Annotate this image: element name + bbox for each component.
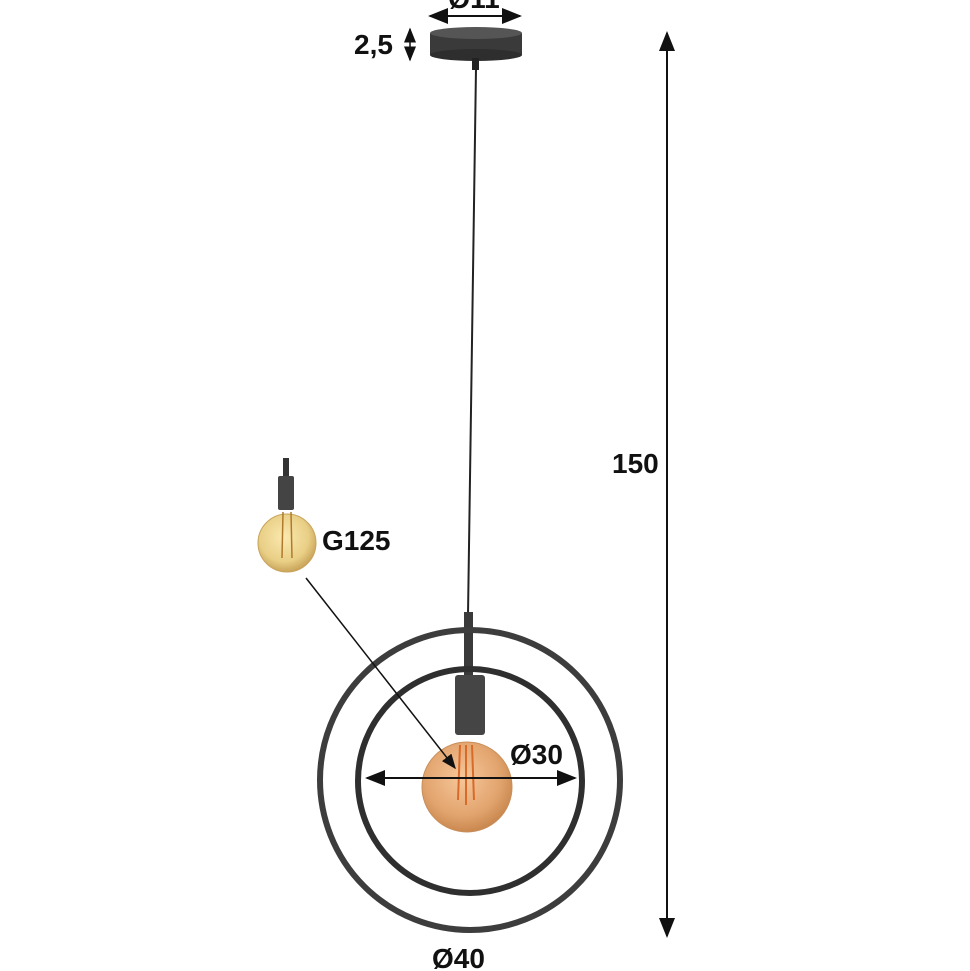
bulb-leader-arrow [305, 577, 456, 770]
canopy-diameter-label: Ø11 [448, 0, 499, 14]
inner-ring [355, 666, 585, 896]
bulb-illustration [257, 458, 317, 573]
total-height-label: 150 [612, 448, 659, 479]
canopy-height-label: 2,5 [354, 29, 393, 60]
lamp-socket [455, 675, 485, 735]
cord-rod [464, 612, 473, 680]
bulb-type-label: G125 [322, 525, 391, 556]
outer-diameter-label: Ø40 [432, 943, 485, 971]
outer-ring [317, 627, 623, 933]
inner-diameter-label: Ø30 [510, 739, 563, 770]
pendant-cord [467, 67, 477, 616]
ceiling-canopy [430, 27, 522, 70]
